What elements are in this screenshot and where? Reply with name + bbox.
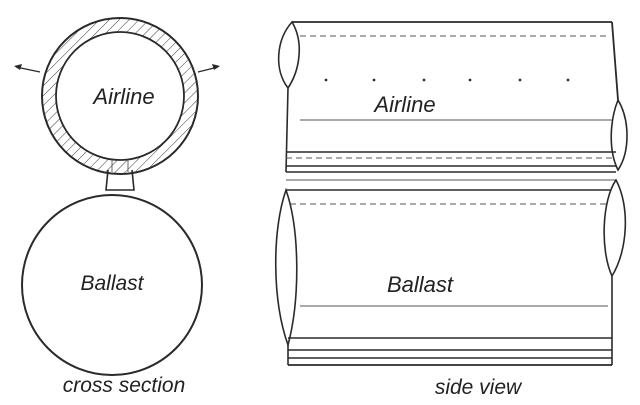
cross-section-airline-label: Airline <box>91 84 154 109</box>
side-view-airline-label: Airline <box>372 92 435 117</box>
side-view-caption: side view <box>435 376 523 399</box>
expansion-arrow-left <box>14 64 41 73</box>
airline-tube-section <box>41 17 199 191</box>
ballast-section <box>21 194 203 376</box>
side-airline-tube <box>277 20 628 181</box>
cross-section-view: Airline Ballast cross section <box>14 17 220 397</box>
cross-section-caption: cross section <box>63 374 186 397</box>
airline-dots <box>324 78 570 82</box>
side-view: Airline Ballast side view <box>274 20 628 399</box>
side-ballast-tube <box>274 178 627 366</box>
cross-section-ballast-label: Ballast <box>80 272 144 295</box>
expansion-arrow-right <box>197 64 220 73</box>
side-view-ballast-label: Ballast <box>387 272 454 297</box>
